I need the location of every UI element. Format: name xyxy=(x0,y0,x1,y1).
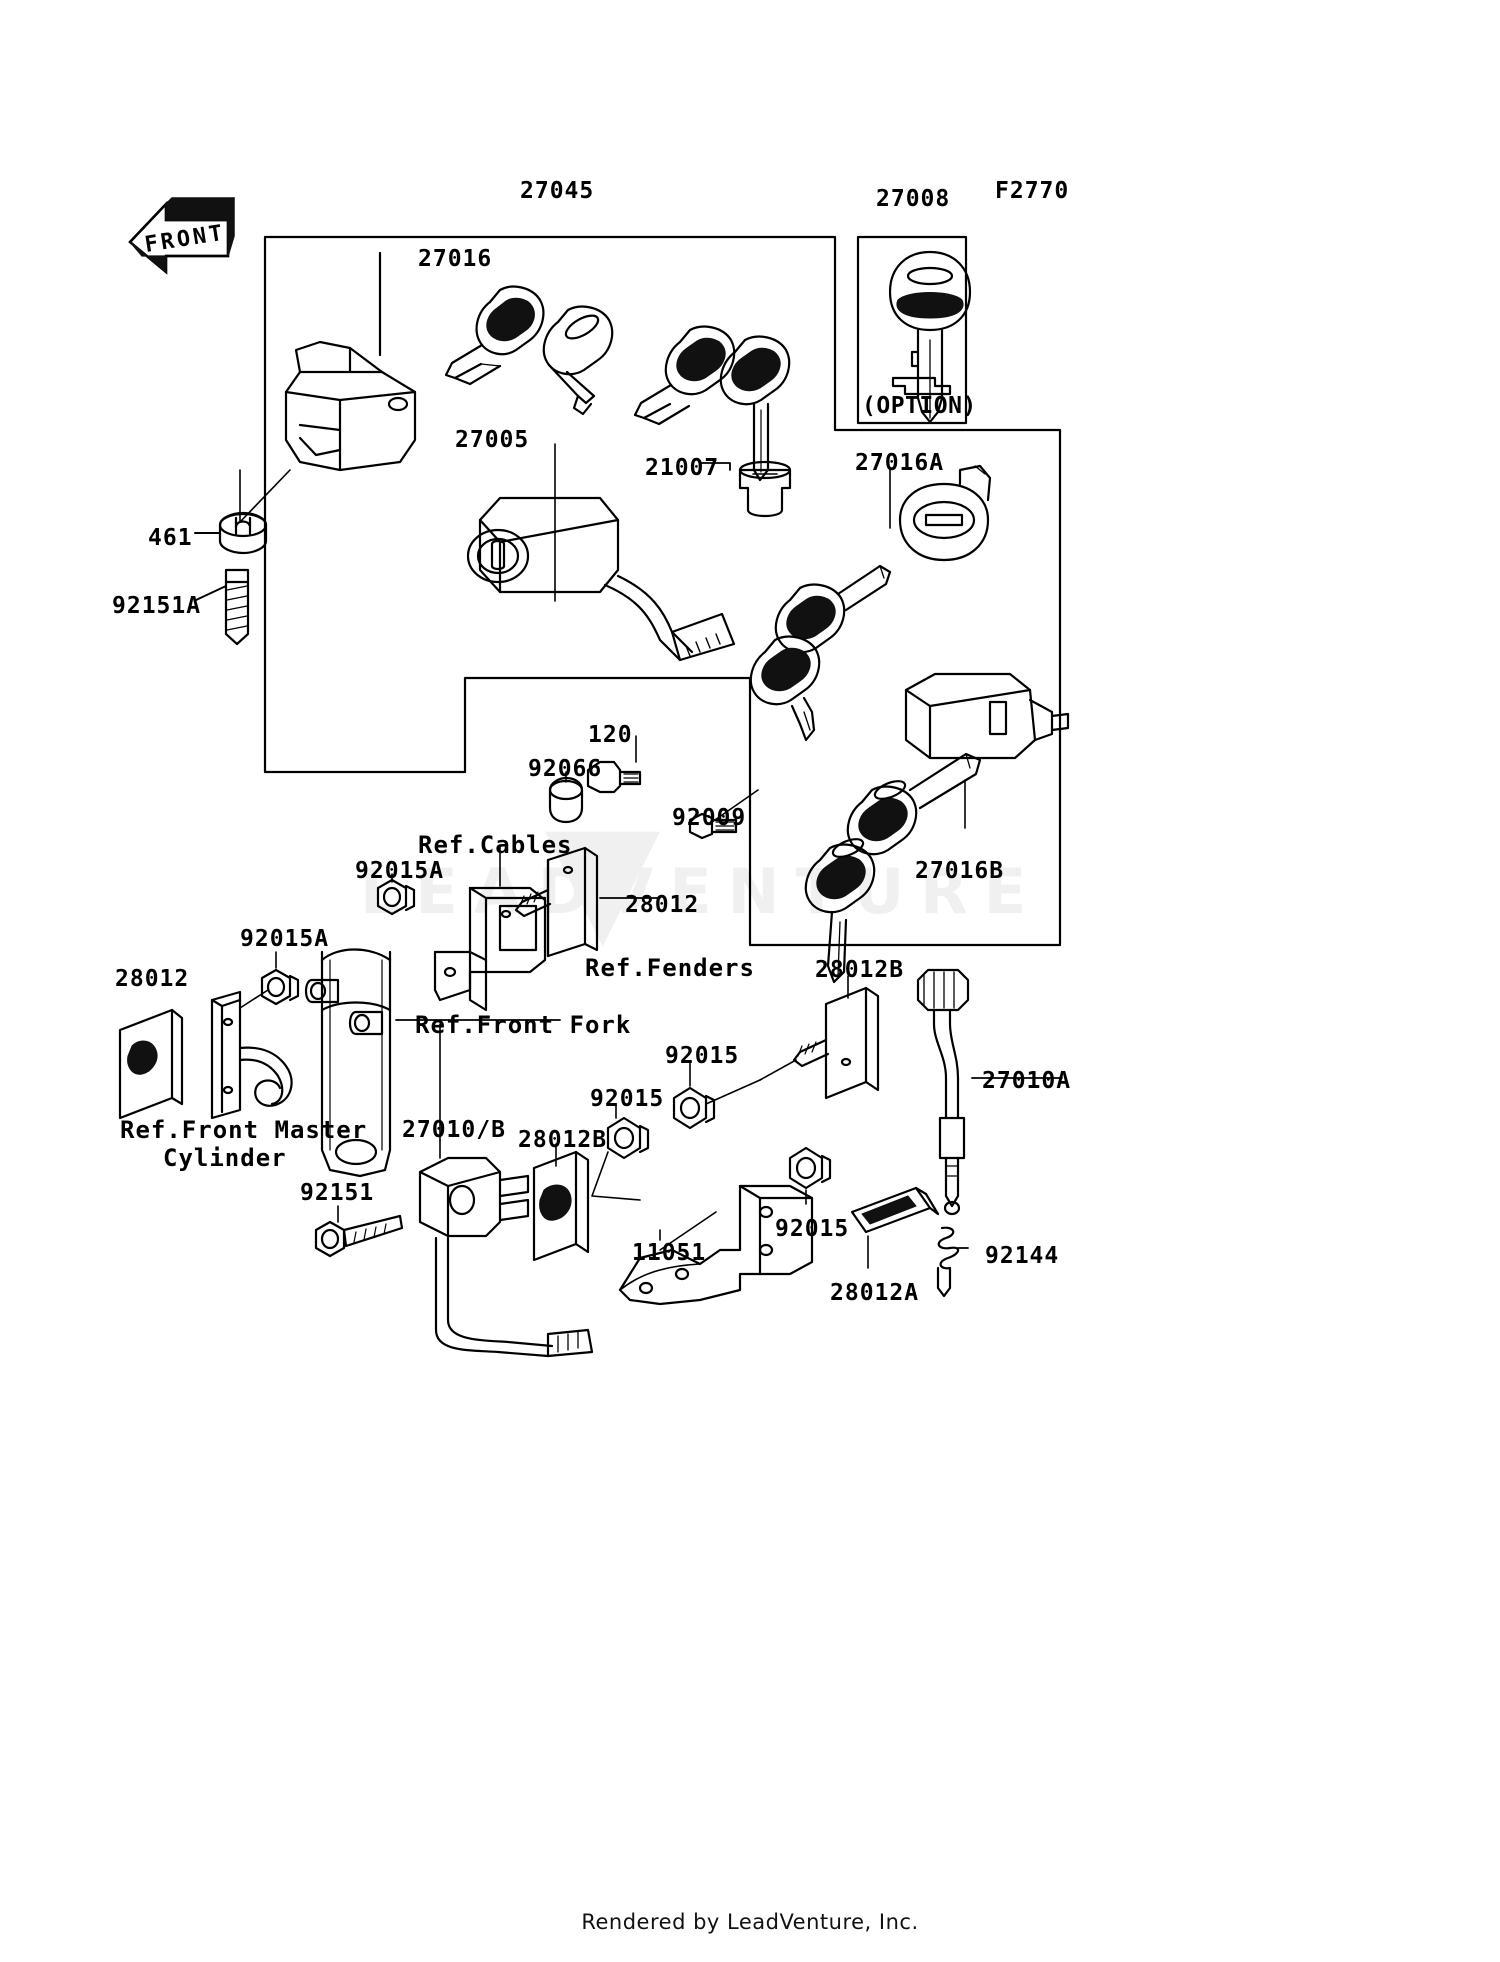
part-label-27010b: 27010/B xyxy=(402,1117,506,1143)
part-label-120: 120 xyxy=(588,722,633,748)
part-label-27016b: 27016B xyxy=(915,858,1005,884)
part-label-27008: 27008 xyxy=(876,186,951,212)
part-label-27016: 27016 xyxy=(418,246,493,272)
part-label-28012a: 28012A xyxy=(830,1280,920,1306)
ref-label-fenders: Ref.Fenders xyxy=(585,954,755,982)
ref-label-cylinder: Cylinder xyxy=(163,1144,287,1172)
part-label-92066: 92066 xyxy=(528,756,603,782)
part-label-92015-c: 92015 xyxy=(775,1216,850,1242)
part-label-27016a: 27016A xyxy=(855,450,945,476)
part-label-11051: 11051 xyxy=(632,1240,707,1266)
part-label-28012b-mid: 28012B xyxy=(518,1127,608,1153)
ref-label-cables: Ref.Cables xyxy=(418,831,573,859)
part-label-92151: 92151 xyxy=(300,1180,375,1206)
part-label-92015a-upper: 92015A xyxy=(355,858,445,884)
part-label-92151a: 92151A xyxy=(112,593,202,619)
ref-label-front-fork: Ref.Front Fork xyxy=(415,1011,632,1039)
part-label-27010a: 27010A xyxy=(982,1068,1072,1094)
part-label-27005: 27005 xyxy=(455,427,530,453)
part-label-28012-top: 28012 xyxy=(625,892,700,918)
part-label-92144: 92144 xyxy=(985,1243,1060,1269)
part-label-461: 461 xyxy=(148,525,193,551)
render-credit-footer: Rendered by LeadVenture, Inc. xyxy=(581,1910,919,1934)
part-label-92015a-lower: 92015A xyxy=(240,926,330,952)
part-label-27045: 27045 xyxy=(520,178,595,204)
option-note: (OPTION) xyxy=(862,393,977,419)
part-label-28012-left: 28012 xyxy=(115,966,190,992)
sheet-code: F2770 xyxy=(995,178,1070,204)
part-label-21007: 21007 xyxy=(645,455,720,481)
part-label-92015-a: 92015 xyxy=(665,1043,740,1069)
part-label-92015-b: 92015 xyxy=(590,1086,665,1112)
part-label-28012b-right: 28012B xyxy=(815,957,905,983)
ref-label-front-master: Ref.Front Master xyxy=(120,1116,368,1144)
part-label-92009: 92009 xyxy=(672,805,747,831)
front-direction-indicator: FRONT xyxy=(128,190,238,280)
